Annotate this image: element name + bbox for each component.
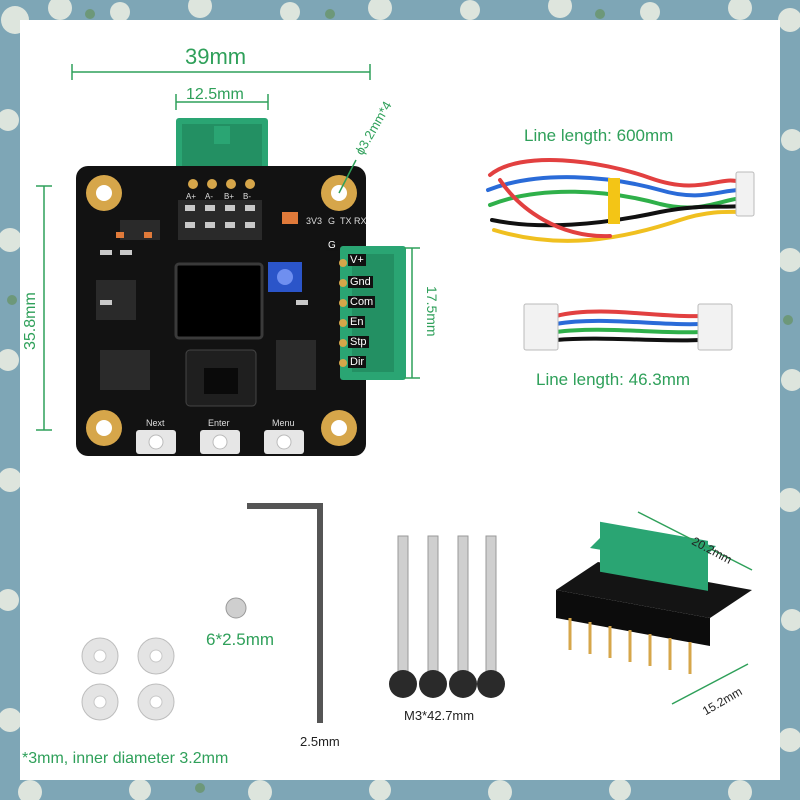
oled-screen: [174, 262, 264, 340]
magnet-size-label: 6*2.5mm: [206, 630, 275, 649]
header-label-rx: RX: [354, 216, 367, 226]
long-cable: [486, 158, 746, 243]
connector-width-label: 12.5mm: [186, 86, 244, 103]
board-pin-label-gnd: Gnd: [348, 276, 373, 288]
header-label-tx: TX: [340, 216, 352, 226]
board-g-label: G: [326, 240, 338, 251]
cable-tie: [608, 178, 620, 224]
button-label-next: Next: [146, 418, 165, 428]
width-dimension-label: 39mm: [185, 44, 247, 69]
short-cable-plug-left: [523, 303, 559, 351]
short-cable-length-label: Line length: 46.3mm: [536, 370, 691, 389]
pin-label-b-plus: B+: [224, 192, 235, 201]
dimension-lines: [36, 64, 753, 705]
pin-label-b-minus: B-: [243, 192, 251, 201]
adapter-board: [556, 521, 752, 674]
pin-label-a-plus: A+: [186, 192, 197, 201]
header-label-3v3: 3V3: [306, 216, 323, 226]
header-label-g: G: [328, 216, 336, 226]
cable-plug: [735, 171, 755, 217]
board-pin-label-v: V+: [348, 254, 366, 266]
long-cable-length-label: Line length: 600mm: [524, 126, 674, 145]
washer-size-label: *3mm, inner diameter 3.2mm: [22, 750, 229, 767]
allen-key: [247, 503, 323, 723]
button-label-enter: Enter: [208, 418, 230, 428]
height-dimension-label: 35.8mm: [22, 292, 39, 350]
board-pin-label-dir: Dir: [348, 356, 367, 368]
screws: [389, 535, 505, 698]
side-connector-label: 17.5mm: [424, 286, 440, 337]
magnet: [225, 597, 247, 619]
washers: [81, 637, 175, 721]
allen-key-size-label: 2.5mm: [300, 734, 340, 749]
button-label-menu: Menu: [272, 418, 295, 428]
screw-size-label: M3*42.7mm: [404, 708, 475, 723]
short-cable: [554, 309, 702, 343]
board-pin-label-stp: Stp: [348, 336, 369, 348]
short-cable-plug-right: [697, 303, 733, 351]
pin-label-a-minus: A-: [205, 192, 213, 201]
top-connector: [176, 118, 268, 180]
board-buttons: [136, 430, 304, 454]
board-pin-label-com: Com: [348, 296, 376, 308]
board-pin-label-en: En: [348, 316, 366, 328]
